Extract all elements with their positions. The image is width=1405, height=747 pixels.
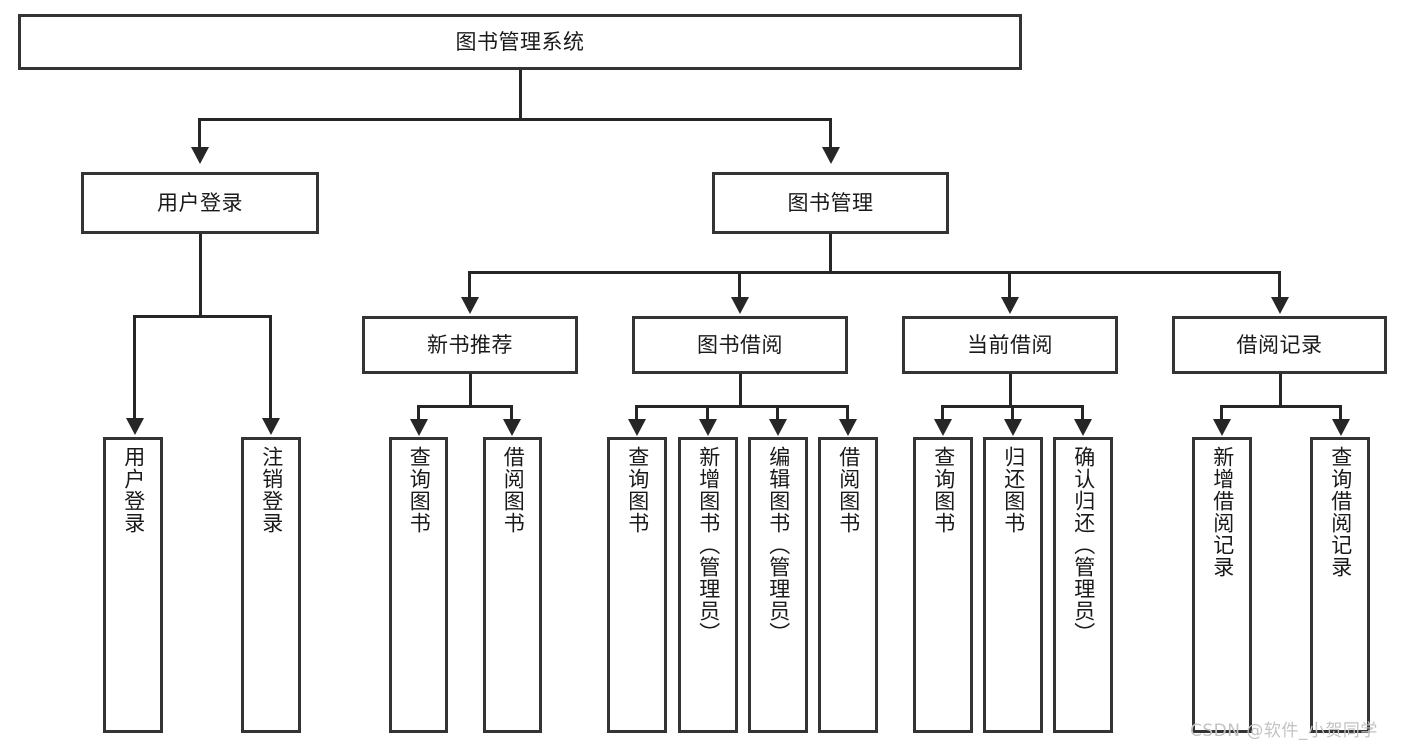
node-leaf-confirm-return-label: 确认归还（管理员） — [1071, 446, 1096, 644]
connector-user-login-stem — [199, 234, 202, 316]
connector-nbr-stem — [469, 374, 472, 406]
connector-book-manage-stem — [829, 234, 832, 272]
node-leaf-query-book-1[interactable]: 查询图书 — [389, 437, 448, 733]
connector-user-login-drop-2 — [269, 315, 272, 418]
node-borrow-record[interactable]: 借阅记录 — [1172, 316, 1387, 374]
connector-br-drop-1 — [1220, 405, 1223, 419]
node-leaf-query-record-label: 查询借阅记录 — [1328, 446, 1353, 578]
node-leaf-add-record-label: 新增借阅记录 — [1210, 446, 1235, 578]
connector-user-login-bus — [133, 315, 272, 318]
arrow-nbr-leaf-1 — [410, 419, 428, 436]
node-book-borrow[interactable]: 图书借阅 — [632, 316, 848, 374]
node-leaf-borrow-book-1-label: 借阅图书 — [501, 446, 526, 534]
connector-nbr-bus — [417, 405, 512, 408]
node-root[interactable]: 图书管理系统 — [18, 14, 1022, 70]
node-leaf-query-book-3[interactable]: 查询图书 — [913, 437, 973, 733]
connector-br-stem — [1279, 374, 1282, 406]
node-leaf-edit-book[interactable]: 编辑图书（管理员） — [748, 437, 808, 733]
node-leaf-borrow-book-2-label: 借阅图书 — [836, 446, 861, 534]
arrow-br-leaf-1 — [1213, 419, 1231, 436]
connector-bm-drop-3 — [1008, 271, 1011, 297]
node-leaf-add-record[interactable]: 新增借阅记录 — [1192, 437, 1252, 733]
arrow-root-to-user-login — [191, 147, 209, 164]
node-leaf-add-book-label: 新增图书（管理员） — [696, 446, 721, 644]
node-current-borrow[interactable]: 当前借阅 — [902, 316, 1118, 374]
connector-cb-drop-3 — [1081, 405, 1084, 419]
connector-root-to-user-login — [198, 118, 201, 147]
connector-bb-drop-2 — [706, 405, 709, 419]
node-leaf-query-book-3-label: 查询图书 — [931, 446, 956, 534]
arrow-bm-borrow-record — [1271, 297, 1289, 314]
connector-user-login-drop-1 — [133, 315, 136, 418]
node-leaf-confirm-return[interactable]: 确认归还（管理员） — [1053, 437, 1113, 733]
connector-bm-drop-4 — [1278, 271, 1281, 297]
connector-bb-stem — [739, 374, 742, 406]
node-leaf-return-book-label: 归还图书 — [1001, 446, 1026, 534]
connector-root-bus — [198, 118, 832, 121]
node-leaf-query-book-1-label: 查询图书 — [407, 446, 432, 534]
connector-cb-drop-1 — [941, 405, 944, 419]
arrow-cb-leaf-3 — [1074, 419, 1092, 436]
node-root-label: 图书管理系统 — [455, 29, 585, 54]
node-current-borrow-label: 当前借阅 — [967, 332, 1053, 357]
connector-bm-drop-2 — [738, 271, 741, 297]
arrow-cb-leaf-2 — [1004, 419, 1022, 436]
node-book-manage-label: 图书管理 — [787, 190, 874, 215]
node-borrow-record-label: 借阅记录 — [1236, 332, 1323, 357]
node-leaf-user-logout[interactable]: 注销登录 — [241, 437, 301, 733]
node-user-login[interactable]: 用户登录 — [81, 172, 319, 234]
node-book-manage[interactable]: 图书管理 — [712, 172, 949, 234]
connector-nbr-drop-1 — [417, 405, 420, 419]
arrow-bm-new-book-recommend — [461, 297, 479, 314]
connector-cb-drop-2 — [1011, 405, 1014, 419]
arrow-bm-current-borrow — [1001, 297, 1019, 314]
connector-root-stem — [519, 70, 522, 119]
node-new-book-recommend-label: 新书推荐 — [427, 332, 513, 357]
node-leaf-return-book[interactable]: 归还图书 — [983, 437, 1043, 733]
arrow-user-login-leaf-1 — [126, 418, 144, 435]
node-leaf-query-book-2[interactable]: 查询图书 — [607, 437, 667, 733]
node-leaf-edit-book-label: 编辑图书（管理员） — [766, 446, 791, 644]
connector-bm-drop-1 — [468, 271, 471, 297]
node-user-login-label: 用户登录 — [157, 190, 243, 215]
arrow-br-leaf-2 — [1332, 419, 1350, 436]
csdn-watermark: CSDN @软件_小贺同学 — [1190, 721, 1378, 741]
node-leaf-borrow-book-2[interactable]: 借阅图书 — [818, 437, 878, 733]
arrow-bb-leaf-3 — [769, 419, 787, 436]
connector-br-drop-2 — [1339, 405, 1342, 419]
arrow-nbr-leaf-2 — [503, 419, 521, 436]
arrow-user-login-leaf-2 — [262, 418, 280, 435]
connector-bb-drop-3 — [776, 405, 779, 419]
arrow-bb-leaf-4 — [839, 419, 857, 436]
connector-root-to-book-manage — [829, 118, 832, 147]
node-leaf-add-book[interactable]: 新增图书（管理员） — [678, 437, 738, 733]
node-leaf-user-login-label: 用户登录 — [121, 446, 146, 534]
arrow-root-to-book-manage — [822, 147, 840, 164]
arrow-bm-book-borrow — [731, 297, 749, 314]
connector-nbr-drop-2 — [510, 405, 513, 419]
arrow-bb-leaf-2 — [699, 419, 717, 436]
connector-bb-drop-1 — [635, 405, 638, 419]
node-leaf-query-record[interactable]: 查询借阅记录 — [1310, 437, 1370, 733]
node-leaf-borrow-book-1[interactable]: 借阅图书 — [483, 437, 542, 733]
arrow-bb-leaf-1 — [628, 419, 646, 436]
node-book-borrow-label: 图书借阅 — [697, 332, 783, 357]
connector-bb-bus — [635, 405, 848, 408]
connector-book-manage-bus — [468, 271, 1280, 274]
node-leaf-user-logout-label: 注销登录 — [259, 446, 284, 534]
node-leaf-query-book-2-label: 查询图书 — [625, 446, 650, 534]
connector-cb-stem — [1009, 374, 1012, 406]
connector-bb-drop-4 — [846, 405, 849, 419]
node-new-book-recommend[interactable]: 新书推荐 — [362, 316, 578, 374]
arrow-cb-leaf-1 — [934, 419, 952, 436]
node-leaf-user-login[interactable]: 用户登录 — [103, 437, 163, 733]
connector-br-bus — [1220, 405, 1341, 408]
